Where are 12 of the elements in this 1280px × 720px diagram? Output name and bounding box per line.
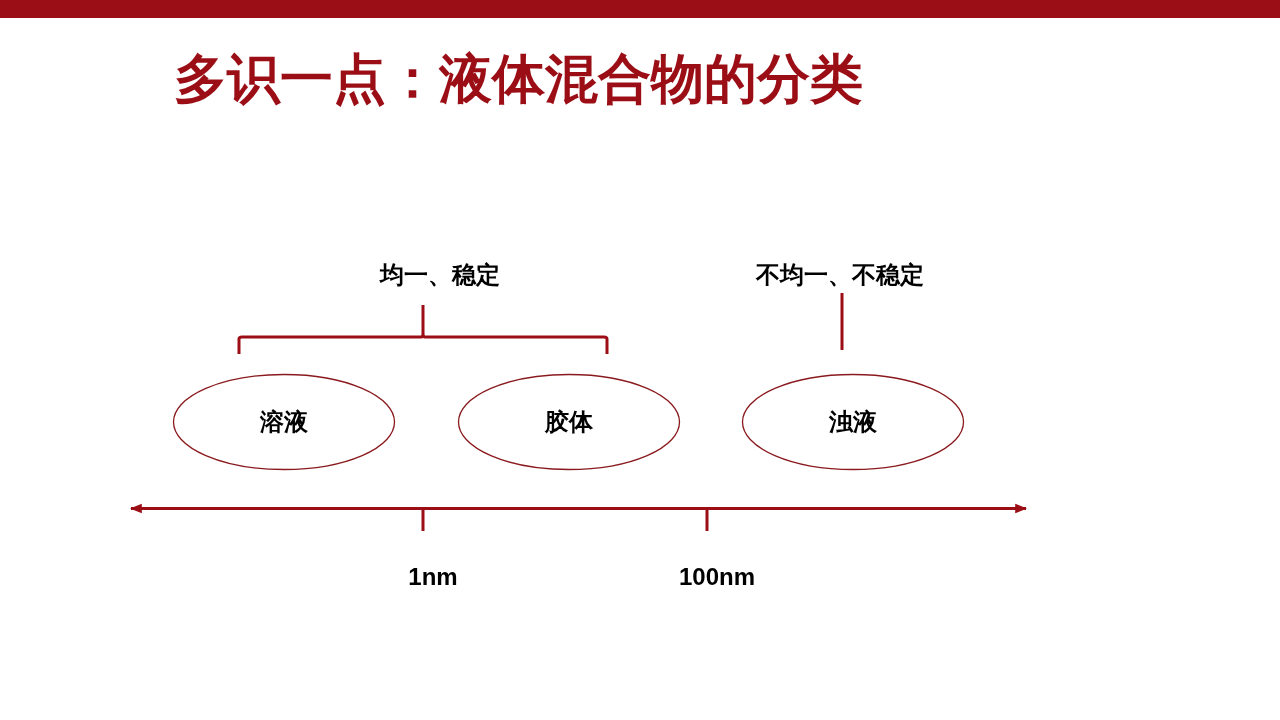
tick-label: 100nm (679, 562, 755, 592)
category-ellipse (173, 374, 395, 470)
bracket-label: 均一、稳定 (380, 260, 500, 290)
tick-label: 1nm (408, 562, 458, 592)
bracket-label: 不均一、不稳定 (756, 260, 924, 290)
slide-title: 多识一点：液体混合物的分类 (174, 48, 863, 110)
category-ellipse (742, 374, 964, 470)
node-label: 浊液 (829, 407, 877, 437)
category-ellipse (458, 374, 680, 470)
header-bar (0, 0, 1280, 18)
node-label: 溶液 (260, 407, 308, 437)
node-label: 胶体 (545, 407, 593, 437)
